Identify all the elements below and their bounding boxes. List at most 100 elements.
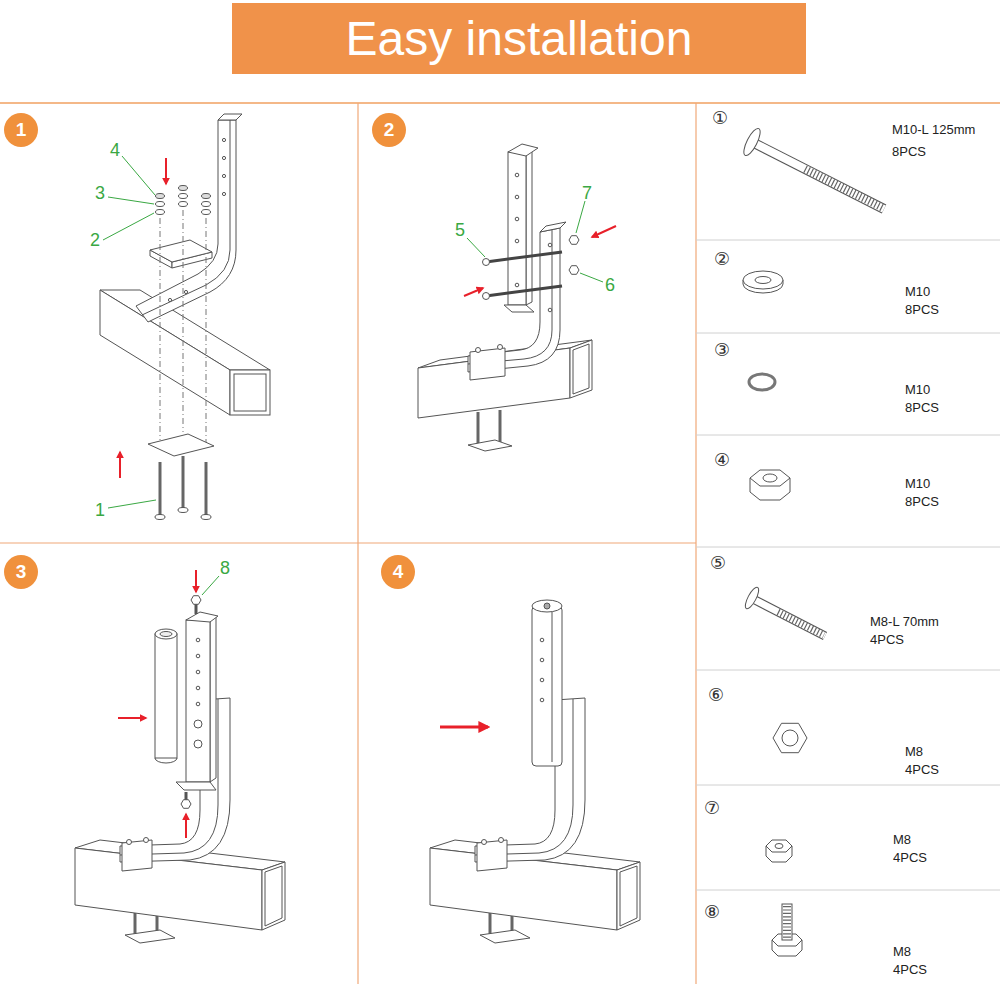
step1-drawing: [179, 194, 188, 199]
step1-drawing: [179, 202, 188, 207]
step3-drawing: [125, 930, 175, 943]
step1-drawing: [183, 210, 184, 432]
step2-drawing: [548, 308, 552, 312]
leader-line: [202, 576, 219, 595]
step2-drawing: [468, 440, 512, 451]
red-arrow: [165, 158, 167, 184]
step2-drawing: [548, 243, 552, 247]
step4-drawing: [532, 606, 562, 766]
step1-drawing: [202, 194, 211, 199]
step-number: 3: [16, 561, 27, 583]
title-banner: [232, 3, 806, 74]
hex-bolt: [782, 904, 792, 940]
step3-drawing: [160, 632, 172, 637]
step3-drawing: [155, 629, 177, 639]
part-number: ②: [714, 249, 730, 270]
callout-number: 4: [110, 140, 120, 161]
red-arrow: [195, 570, 197, 592]
step2-drawing: [504, 305, 534, 312]
step3-drawing: [155, 634, 177, 758]
carriage-bolt: [743, 586, 825, 636]
step1-drawing: [168, 298, 171, 301]
step1-drawing: [202, 210, 211, 215]
step2-drawing: [470, 348, 505, 380]
leader-line: [467, 238, 485, 257]
leader-line: [202, 576, 219, 595]
callout-number: 5: [455, 220, 465, 241]
step2-drawing: [569, 236, 579, 245]
step2-drawing: [483, 293, 490, 300]
step2-drawing: [570, 340, 592, 398]
step2-drawing: [515, 283, 519, 287]
step3-drawing: [75, 596, 285, 943]
step1-drawing: [160, 456, 206, 515]
step3-drawing: [144, 838, 149, 843]
part-spec: M8: [893, 945, 911, 960]
red-arrow: [464, 226, 616, 296]
carriage-bolt: [741, 126, 764, 157]
step1-drawing: [222, 156, 225, 159]
step1-drawing: [222, 138, 225, 141]
red-arrow: [185, 814, 187, 838]
hex-bolt: [772, 904, 802, 956]
part-spec: M10: [905, 285, 930, 300]
step4-drawing: [480, 930, 530, 943]
hex-nut: [782, 730, 798, 746]
title-banner: [232, 3, 806, 74]
step-number: 2: [384, 119, 395, 141]
carriage-bolt: [755, 600, 825, 636]
part-spec: M10: [905, 383, 930, 398]
step2-drawing: [477, 412, 480, 445]
step3-drawing: [191, 596, 201, 605]
step4-drawing: [540, 638, 544, 642]
part-spec: M8-L 70mm: [870, 615, 939, 630]
step3-drawing: [196, 638, 200, 642]
red-arrow: [440, 726, 488, 729]
flat-washer: [743, 271, 783, 289]
callout-number: 3: [95, 183, 105, 204]
step1-drawing: [234, 374, 266, 411]
grid-lines: [696, 435, 1000, 436]
step2-drawing: [508, 152, 526, 305]
step3-drawing: [176, 782, 216, 790]
step4-drawing: [532, 600, 562, 612]
leader-line: [122, 156, 155, 195]
step1-drawing: [206, 218, 207, 444]
step-badge: 3: [4, 555, 38, 589]
step4-drawing: [552, 612, 553, 762]
carriage-bolt: [741, 126, 884, 209]
step3-drawing: [186, 620, 210, 782]
step1-drawing: [230, 370, 270, 415]
part-spec: 8PCS: [905, 495, 939, 510]
carriage-bolt: [755, 600, 825, 636]
step1-drawing: [178, 508, 188, 513]
step1-drawing: [155, 515, 165, 520]
leader-line: [103, 213, 154, 240]
part-spec: M8: [905, 745, 923, 760]
carriage-bolt: [743, 586, 761, 611]
part-spec: 4PCS: [893, 851, 927, 866]
part-number: ④: [714, 450, 730, 471]
callout-number: 8: [220, 558, 230, 579]
red-arrow: [119, 452, 121, 478]
step4-drawing: [489, 913, 492, 935]
step3-drawing: [196, 670, 200, 674]
nut: [750, 470, 790, 486]
part-spec: M8: [893, 833, 911, 848]
step2-drawing: [486, 252, 562, 296]
step3-drawing: [186, 612, 218, 622]
part-spec: 4PCS: [893, 963, 927, 978]
step2-drawing: [498, 345, 503, 350]
step4-drawing: [482, 840, 487, 845]
step4-drawing: [620, 866, 637, 926]
step3-drawing: [210, 616, 216, 782]
step2-drawing: [478, 410, 500, 445]
grid-lines: [696, 240, 1000, 241]
step1-drawing: [156, 210, 165, 215]
grid-lines: [0, 542, 696, 543]
red-arrow: [440, 726, 488, 729]
leader-line: [576, 201, 585, 233]
hex-bolt: [783, 906, 791, 938]
